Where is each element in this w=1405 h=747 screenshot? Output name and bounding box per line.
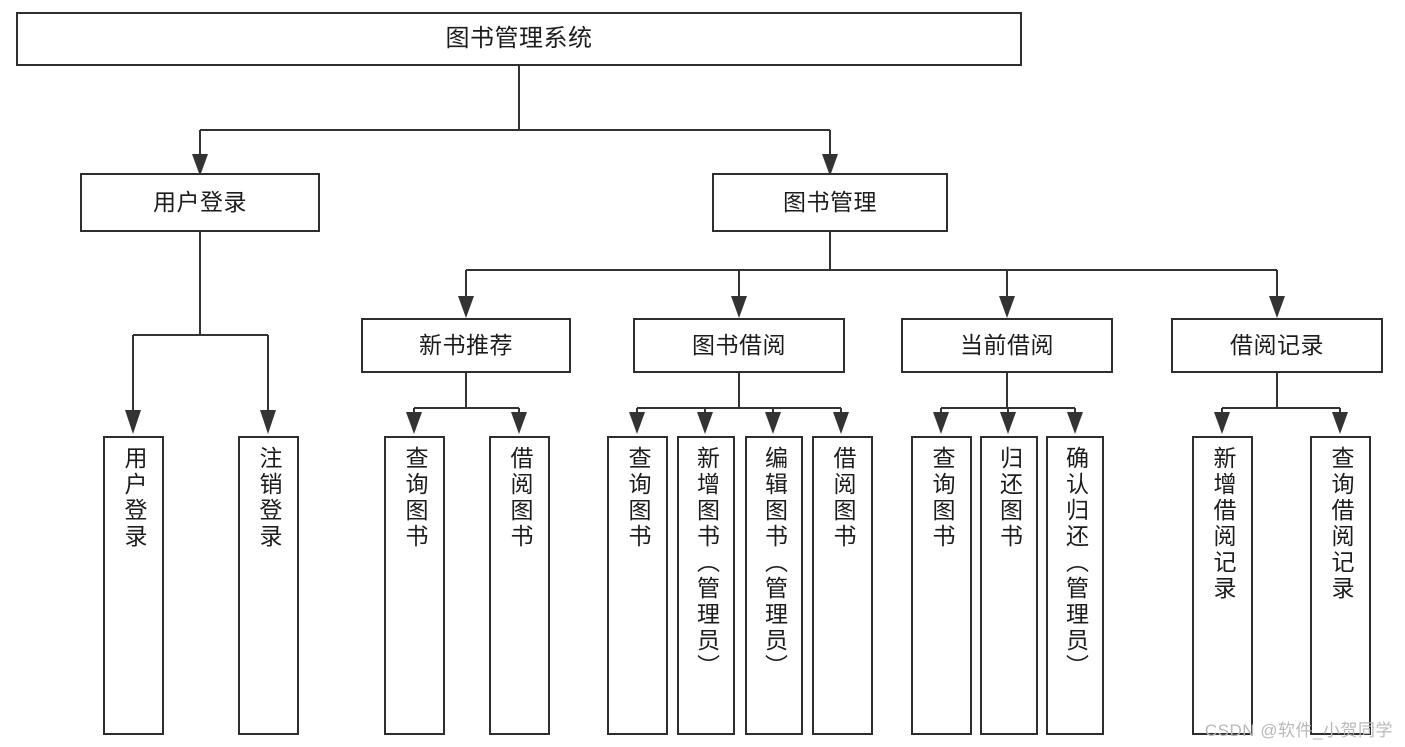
arrowhead-leaf-borrow-edit-book <box>765 412 781 434</box>
arrowhead-leaf-borrow-lend-book <box>833 412 849 434</box>
arrowhead-leaf-cur-query-book <box>933 412 949 434</box>
node-leaf-rec-borrow-book[interactable]: 借阅图书 <box>489 436 550 735</box>
node-leaf-rec-query-record[interactable]: 查询借阅记录 <box>1310 436 1371 735</box>
node-leaf-rec-borrow-book-label: 借阅图书 <box>507 446 533 550</box>
node-book-manage-label: 图书管理 <box>783 188 877 215</box>
node-leaf-borrow-add-book[interactable]: 新增图书（管理员） <box>677 436 735 735</box>
node-root[interactable]: 图书管理系统 <box>16 12 1022 66</box>
node-leaf-cur-query-book[interactable]: 查询图书 <box>911 436 972 735</box>
node-leaf-borrow-lend-book[interactable]: 借阅图书 <box>812 436 873 735</box>
node-leaf-cur-confirm-return[interactable]: 确认归还（管理员） <box>1046 436 1104 735</box>
arrowhead-leaf-rec-add-record <box>1214 412 1230 434</box>
arrowhead-leaf-rec-query-record <box>1332 412 1348 434</box>
node-book-manage[interactable]: 图书管理 <box>712 173 948 232</box>
node-root-label: 图书管理系统 <box>445 24 593 52</box>
node-leaf-borrow-query-book-label: 查询图书 <box>625 446 651 550</box>
arrowhead-book-borrow <box>731 296 747 318</box>
node-leaf-borrow-lend-book-label: 借阅图书 <box>830 446 856 550</box>
node-leaf-cur-confirm-return-label: 确认归还（管理员） <box>1062 446 1089 680</box>
node-current-borrow[interactable]: 当前借阅 <box>901 318 1113 373</box>
node-leaf-rec-query-book[interactable]: 查询图书 <box>384 436 445 735</box>
node-new-book-rec-label: 新书推荐 <box>419 331 513 358</box>
node-leaf-borrow-add-book-label: 新增图书（管理员） <box>693 446 720 680</box>
arrowhead-leaf-cur-confirm-return <box>1067 412 1083 434</box>
node-new-book-rec[interactable]: 新书推荐 <box>361 318 571 373</box>
node-leaf-borrow-edit-book[interactable]: 编辑图书（管理员） <box>745 436 803 735</box>
node-borrow-record-label: 借阅记录 <box>1230 331 1324 358</box>
arrowhead-new-book-rec <box>458 296 474 318</box>
node-leaf-rec-add-record-label: 新增借阅记录 <box>1210 446 1236 602</box>
node-leaf-cur-return-book-label: 归还图书 <box>996 446 1023 550</box>
node-leaf-user-logout-label: 注销登录 <box>256 446 282 550</box>
arrowhead-leaf-user-login <box>125 410 141 434</box>
node-leaf-cur-query-book-label: 查询图书 <box>929 446 955 550</box>
node-leaf-user-login[interactable]: 用户登录 <box>103 436 164 735</box>
node-book-borrow-label: 图书借阅 <box>692 331 786 358</box>
arrowhead-leaf-user-logout <box>260 410 276 434</box>
arrowhead-leaf-borrow-add-book <box>697 412 713 434</box>
node-current-borrow-label: 当前借阅 <box>960 331 1054 358</box>
node-leaf-rec-query-book-label: 查询图书 <box>402 446 428 550</box>
arrowhead-leaf-cur-return-book <box>1000 412 1016 434</box>
node-user-login-label: 用户登录 <box>153 188 247 215</box>
node-leaf-user-logout[interactable]: 注销登录 <box>238 436 299 735</box>
node-leaf-rec-add-record[interactable]: 新增借阅记录 <box>1192 436 1253 735</box>
node-leaf-borrow-edit-book-label: 编辑图书（管理员） <box>761 446 788 680</box>
node-leaf-rec-query-record-label: 查询借阅记录 <box>1328 446 1354 602</box>
node-leaf-cur-return-book[interactable]: 归还图书 <box>980 436 1038 735</box>
node-leaf-borrow-query-book[interactable]: 查询图书 <box>607 436 668 735</box>
arrowhead-leaf-rec-query-book <box>406 412 422 434</box>
arrowhead-leaf-borrow-query-book <box>629 412 645 434</box>
arrowhead-current-borrow <box>999 296 1015 318</box>
arrowhead-borrow-record <box>1269 296 1285 318</box>
node-user-login[interactable]: 用户登录 <box>80 173 320 232</box>
node-borrow-record[interactable]: 借阅记录 <box>1171 318 1383 373</box>
csdn-watermark: CSDN @软件_小贺同学 <box>1204 721 1393 740</box>
node-book-borrow[interactable]: 图书借阅 <box>633 318 845 373</box>
arrowhead-leaf-rec-borrow-book <box>511 412 527 434</box>
node-leaf-user-login-label: 用户登录 <box>121 446 147 550</box>
